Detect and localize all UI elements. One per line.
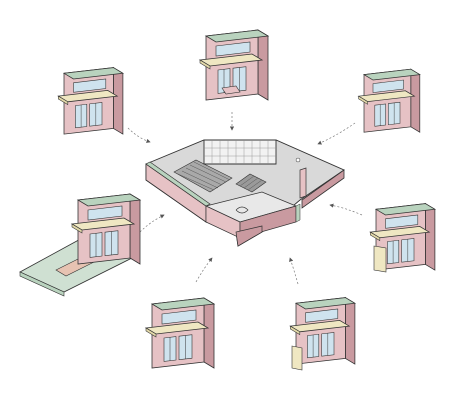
facade-module-top-left [57, 67, 124, 135]
facade-module-mid-left [19, 193, 141, 297]
connector-arrows [127, 112, 363, 285]
facade-module-bottom-right [289, 297, 356, 371]
building-axonometric-icon [145, 139, 345, 247]
facade-module-icon [57, 67, 124, 135]
arrow-mid-right [329, 203, 363, 216]
facade-module-icon [145, 297, 215, 369]
facade-module-mid-right [369, 203, 436, 273]
facade-module-icon [71, 193, 141, 265]
arrow-top-left [127, 127, 151, 143]
arrow-top-right [317, 122, 356, 145]
facade-module-icon [358, 68, 421, 133]
arrow-mid-left [139, 214, 165, 233]
facade-module-top-right [358, 68, 421, 133]
facade-module-bottom-left [145, 297, 215, 369]
arrow-bottom-left [195, 257, 213, 283]
facade-module-top [199, 29, 269, 101]
arrow-bottom-right [289, 257, 299, 285]
